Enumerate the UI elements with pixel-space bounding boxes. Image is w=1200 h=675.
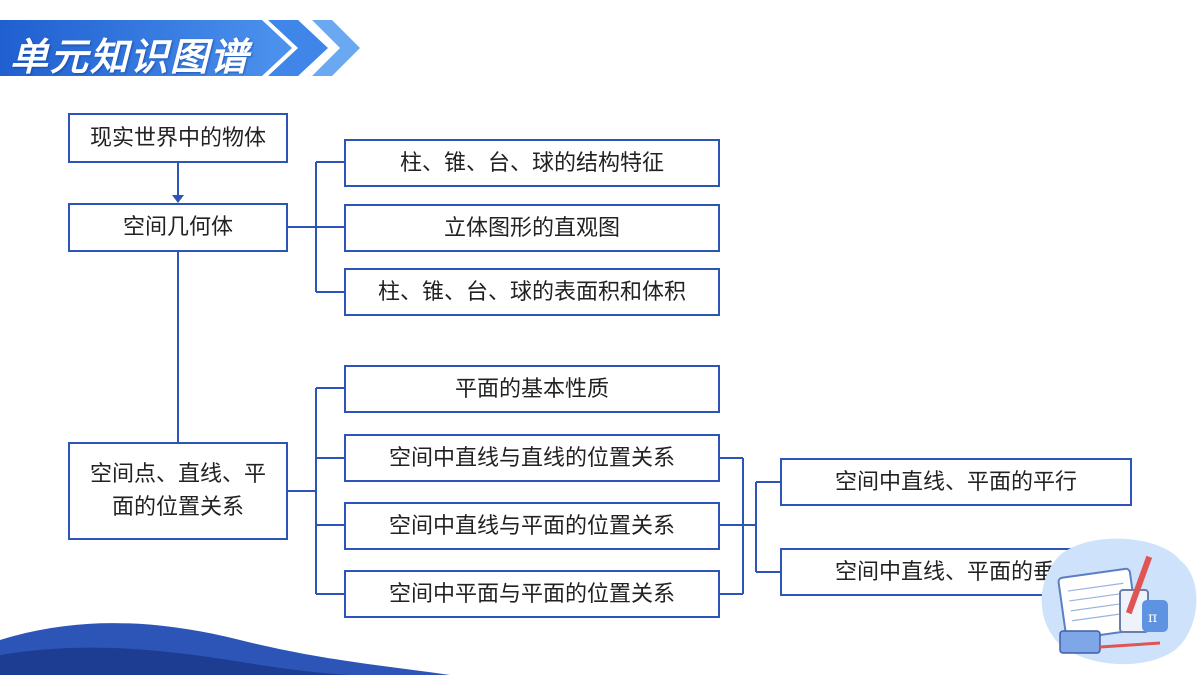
node-structure-features: 柱、锥、台、球的结构特征 bbox=[344, 139, 720, 187]
node-label: 空间几何体 bbox=[122, 215, 233, 240]
node-plane-basic-properties: 平面的基本性质 bbox=[344, 365, 720, 413]
node-label-line2: 面的位置关系 bbox=[111, 495, 244, 520]
node-label: 现实世界中的物体 bbox=[89, 125, 266, 151]
node-label: 柱、锥、台、球的表面积和体积 bbox=[377, 279, 686, 305]
node-plane-plane-relation: 空间中平面与平面的位置关系 bbox=[344, 570, 720, 618]
node-real-world-objects: 现实世界中的物体 bbox=[68, 113, 288, 163]
node-label: 柱、锥、台、球的结构特征 bbox=[399, 150, 664, 176]
node-label: 平面的基本性质 bbox=[454, 376, 609, 402]
node-line-line-relation: 空间中直线与直线的位置关系 bbox=[344, 434, 720, 482]
math-notebook-illustration-icon: π bbox=[1041, 538, 1197, 665]
node-line-plane-relation: 空间中直线与平面的位置关系 bbox=[344, 502, 720, 550]
node-intuitive-drawing: 立体图形的直观图 bbox=[344, 204, 720, 252]
svg-text:π: π bbox=[1148, 610, 1157, 626]
node-label: 空间中直线与平面的位置关系 bbox=[388, 513, 675, 539]
node-label: 空间中直线、平面的平行 bbox=[834, 469, 1077, 495]
node-label: 空间中直线与直线的位置关系 bbox=[388, 445, 675, 471]
node-label: 空间中平面与平面的位置关系 bbox=[388, 581, 675, 607]
node-parallel: 空间中直线、平面的平行 bbox=[780, 458, 1132, 506]
node-surface-volume: 柱、锥、台、球的表面积和体积 bbox=[344, 268, 720, 316]
node-spatial-solids: 空间几何体 bbox=[68, 203, 288, 252]
node-label-line1: 空间点、直线、平 bbox=[89, 462, 266, 487]
node-label: 立体图形的直观图 bbox=[443, 215, 620, 241]
header-banner bbox=[0, 20, 360, 76]
page-title: 单元知识图谱 bbox=[10, 35, 251, 79]
node-label: 空间中直线、平面的垂直 bbox=[834, 559, 1077, 585]
node-point-line-plane-position: 空间点、直线、平 面的位置关系 bbox=[68, 442, 288, 540]
